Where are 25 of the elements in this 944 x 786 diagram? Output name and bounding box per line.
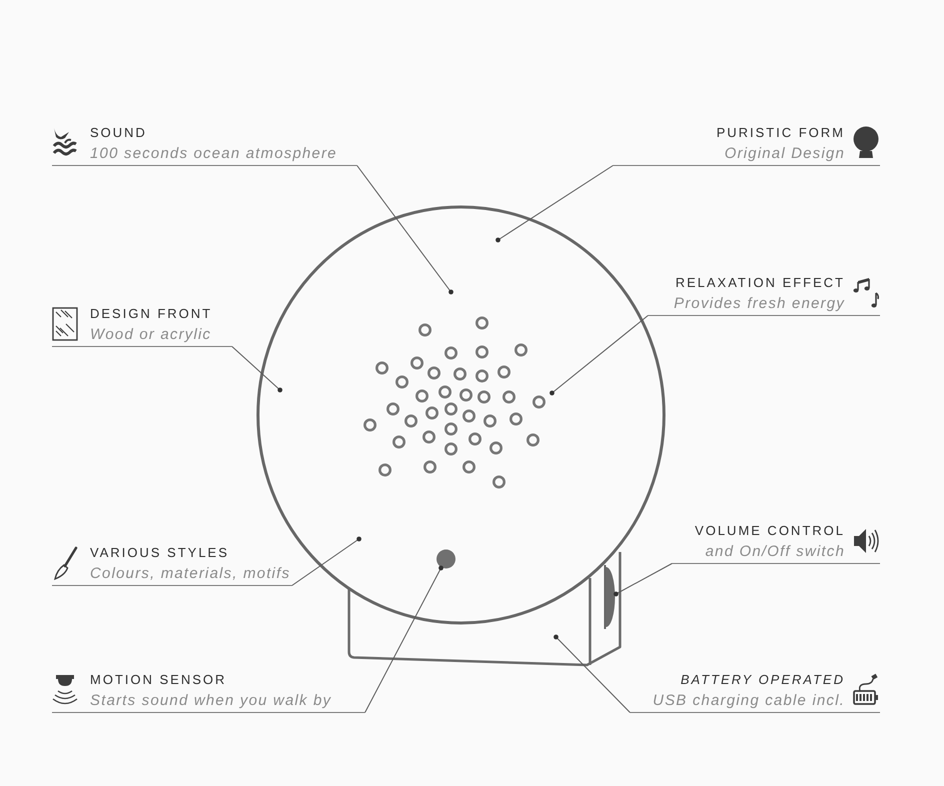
feature-heading: PURISTIC FORM [716, 125, 845, 141]
leader-line [232, 346, 282, 392]
leader-line [550, 315, 648, 396]
leader-line [364, 566, 444, 713]
feature-description: Starts sound when you walk by [90, 692, 332, 710]
leader-line [614, 563, 672, 596]
leader-line [554, 634, 630, 713]
feature-heading: VOLUME CONTROL [694, 523, 845, 539]
leader-line [292, 536, 362, 586]
leader-line [356, 165, 454, 294]
feature-description: and On/Off switch [705, 543, 845, 561]
feature-heading: BATTERY OPERATED [680, 672, 845, 688]
leader-line [496, 165, 614, 242]
feature-heading: RELAXATION EFFECT [675, 275, 845, 291]
feature-description: Wood or acrylic [90, 326, 212, 344]
feature-description: Provides fresh energy [674, 295, 845, 313]
motion-sensor-dot [436, 549, 456, 569]
feature-description: Original Design [724, 145, 845, 163]
feature-heading: DESIGN FRONT [90, 306, 212, 322]
feature-description: USB charging cable incl. [652, 692, 845, 710]
feature-heading: VARIOUS STYLES [90, 545, 230, 561]
feature-heading: MOTION SENSOR [90, 672, 227, 688]
feature-description: 100 seconds ocean atmosphere [90, 145, 338, 163]
feature-description: Colours, materials, motifs [90, 565, 290, 583]
feature-heading: SOUND [90, 125, 147, 141]
